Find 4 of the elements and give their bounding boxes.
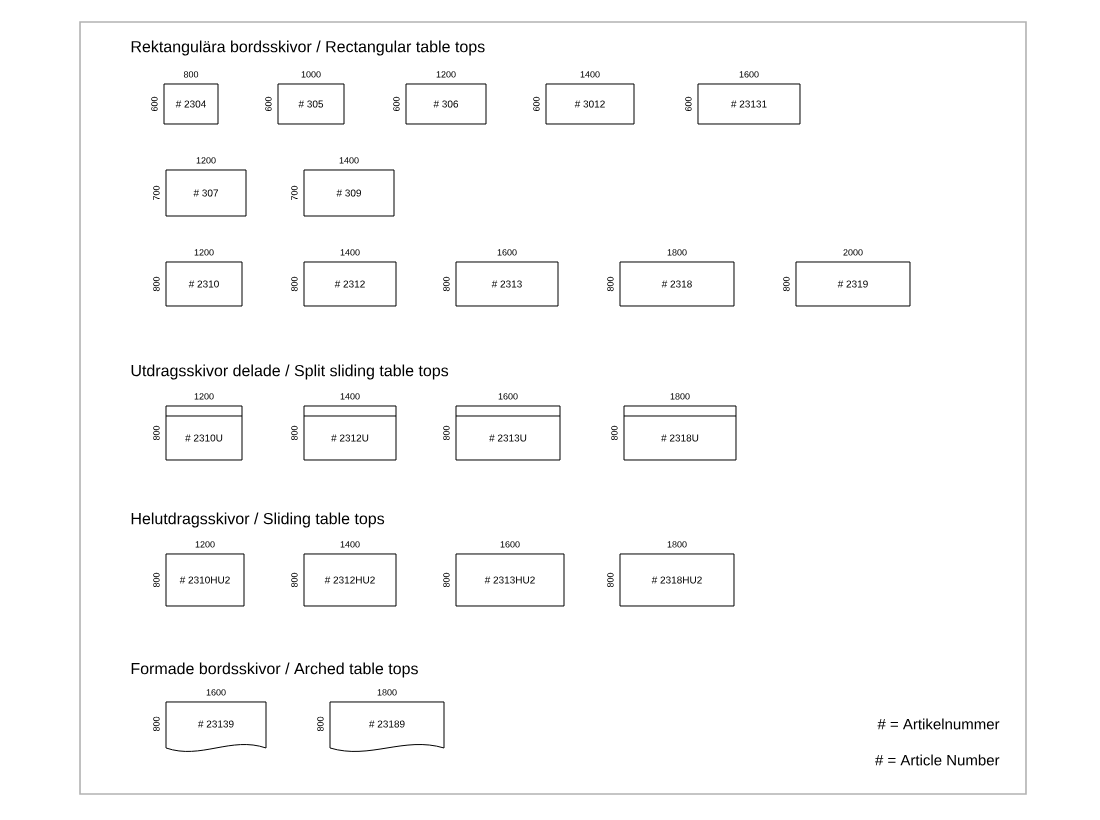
section-heading: Rektangulära bordsskivor / Rectangular table tops bbox=[131, 40, 485, 56]
section-heading: Utdragsskivor delade / Split sliding table tops bbox=[131, 364, 449, 380]
section-heading: Helutdragsskivor / Sliding table tops bbox=[131, 512, 385, 528]
section-heading: Formade bordsskivor / Arched table tops bbox=[131, 662, 418, 678]
